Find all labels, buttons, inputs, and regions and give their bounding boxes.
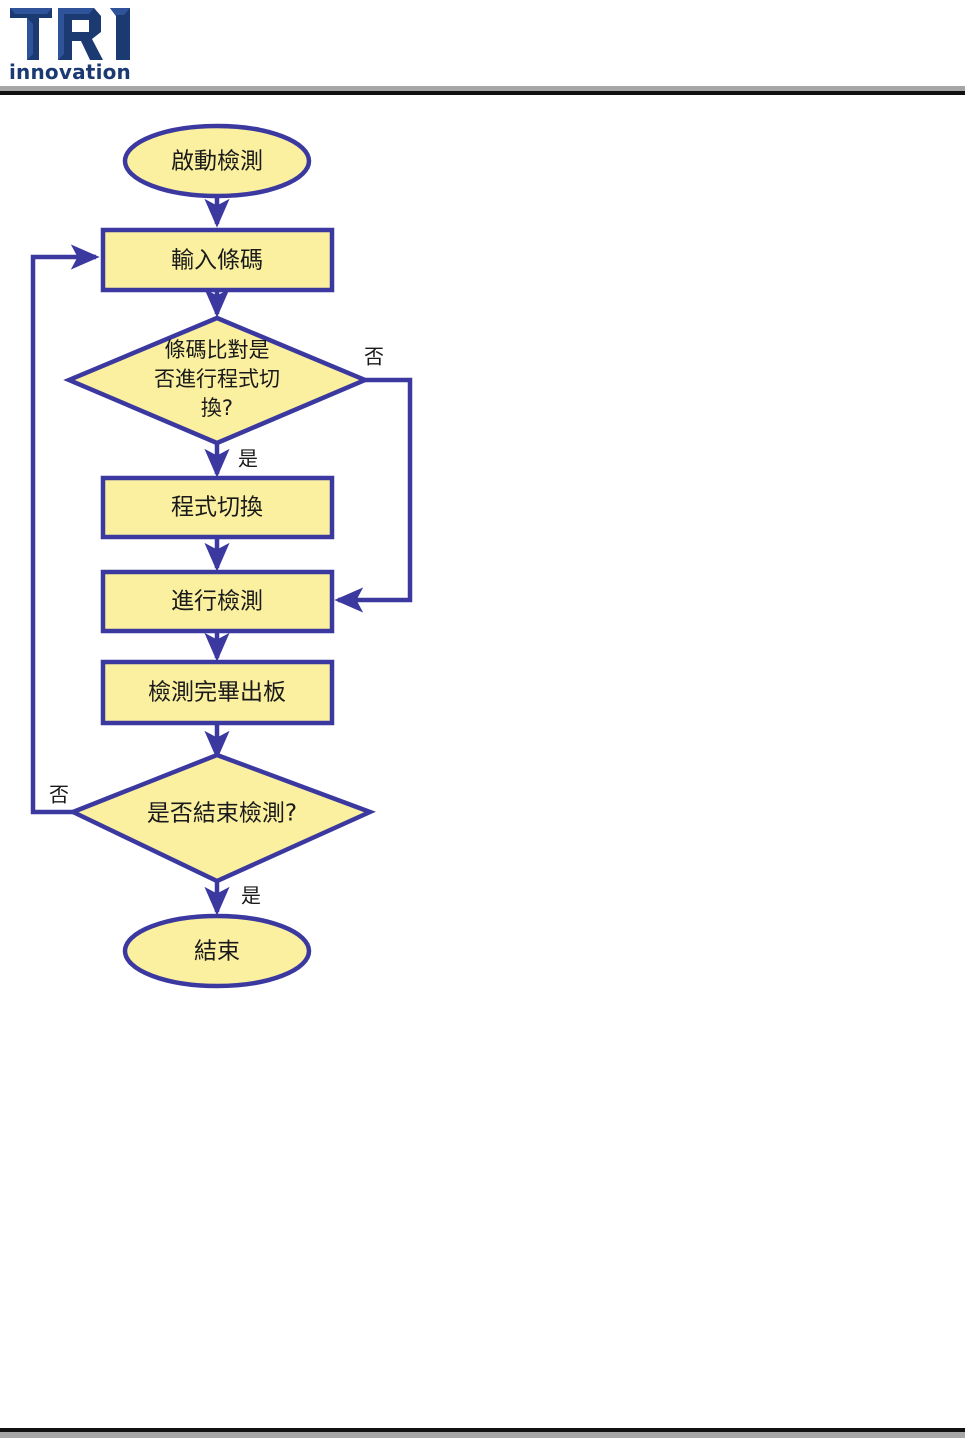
node-program-switch-shape — [100, 475, 335, 540]
edge-label-decision2-no: 否 — [49, 783, 69, 807]
edge-label-decision2-yes: 是 — [241, 884, 261, 908]
node-start-shape — [122, 123, 312, 199]
node-decision-program-switch-label-line3: 換? — [201, 396, 233, 420]
flowchart-canvas: 啟動檢測 輸入條碼 條碼比對是 否進行程式切 換? 程式切換 進行檢測 檢測完畢… — [30, 123, 413, 989]
node-start[interactable]: 啟動檢測 — [122, 123, 312, 199]
node-decision-end-inspection[interactable]: 是否結束檢測? — [67, 752, 376, 884]
header-divider-black — [0, 91, 965, 95]
node-end[interactable]: 結束 — [122, 913, 312, 989]
node-program-switch-label: 程式切換 — [171, 495, 263, 521]
node-decision-program-switch-shape — [63, 315, 371, 446]
node-perform-inspection-shape — [100, 569, 335, 634]
edge-label-decision1-yes: 是 — [238, 447, 258, 471]
edge-label-decision1-no: 否 — [364, 345, 384, 369]
footer-divider-black — [0, 1428, 965, 1432]
node-inspection-complete-output-label: 檢測完畢出板 — [148, 680, 286, 706]
connector-decision1-no-to-inspect — [334, 377, 413, 613]
logo-wordmark: innovation — [9, 60, 131, 84]
header-divider-gray — [0, 86, 965, 91]
node-input-barcode[interactable]: 輸入條碼 — [100, 227, 335, 293]
node-inspection-complete-output-shape — [100, 659, 335, 726]
page-header: innovation — [0, 0, 965, 96]
node-decision-program-switch-label-line2: 否進行程式切 — [154, 367, 280, 391]
tri-logo-icon — [10, 8, 130, 60]
node-decision-end-inspection-shape — [67, 752, 376, 884]
node-perform-inspection[interactable]: 進行檢測 — [100, 569, 335, 634]
connector-decision2-no-to-input — [30, 244, 100, 815]
flow-connectors — [30, 196, 413, 916]
node-input-barcode-shape — [100, 227, 335, 293]
node-input-barcode-label: 輸入條碼 — [171, 248, 263, 274]
node-end-shape — [122, 913, 312, 989]
node-decision-program-switch-label-line1: 條碼比對是 — [165, 338, 270, 362]
node-program-switch[interactable]: 程式切換 — [100, 475, 335, 540]
inspection-flowchart: 啟動檢測 輸入條碼 條碼比對是 否進行程式切 換? 程式切換 進行檢測 檢測完畢… — [0, 96, 965, 1026]
node-decision-program-switch[interactable]: 條碼比對是 否進行程式切 換? — [63, 315, 371, 446]
footer-divider-gray — [0, 1432, 965, 1438]
node-perform-inspection-label: 進行檢測 — [171, 589, 263, 615]
node-inspection-complete-output[interactable]: 檢測完畢出板 — [100, 659, 335, 726]
node-decision-end-inspection-label: 是否結束檢測? — [147, 801, 297, 827]
node-end-label: 結束 — [194, 939, 240, 965]
node-start-label: 啟動檢測 — [171, 149, 263, 175]
brand-logo: innovation — [6, 4, 136, 88]
